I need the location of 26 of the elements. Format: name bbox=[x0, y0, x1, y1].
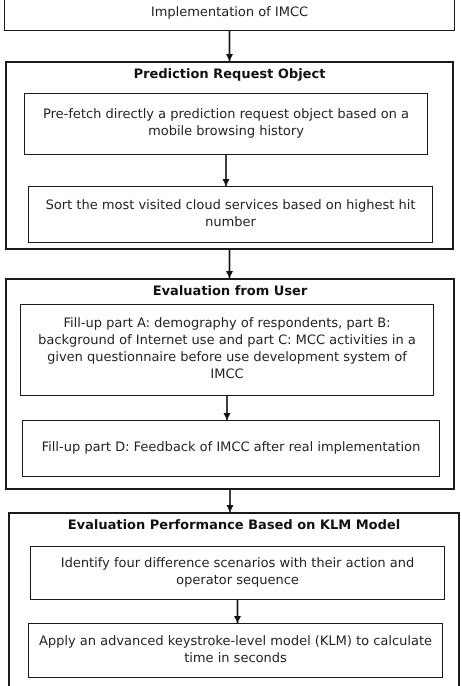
step-text: Pre-fetch directly a prediction request object based on a mobile browsing history bbox=[42, 107, 410, 141]
arrow bbox=[226, 31, 233, 61]
group-heading: Evaluation from User bbox=[152, 284, 308, 300]
step-text: Implementation of IMCC bbox=[150, 5, 308, 22]
process-box bbox=[4, 0, 455, 31]
process-box bbox=[22, 420, 440, 477]
process-box bbox=[28, 623, 443, 678]
step-text: Apply an advanced keystroke-level model (KLM) to calculate time in seconds bbox=[38, 634, 434, 668]
arrow bbox=[222, 155, 230, 186]
step-text: Identify four difference scenarios with their action and operator sequence bbox=[60, 556, 416, 590]
step-text: Fill-up part D: Feedback of IMCC after real implementation bbox=[42, 440, 420, 457]
group-heading: Evaluation Performance Based on KLM Model bbox=[68, 518, 400, 534]
arrow bbox=[234, 600, 241, 623]
process-box bbox=[24, 93, 428, 155]
group-box bbox=[8, 512, 460, 686]
group-heading: Prediction Request Object bbox=[134, 67, 326, 83]
step-text: Fill-up part A: demography of respondents, part B: background of Internet use and part C: MCC activities in a given questionnaire before use development system of IMCC bbox=[37, 316, 417, 384]
arrow bbox=[226, 250, 233, 278]
step-text: Sort the most visited cloud services based on highest hit number bbox=[44, 198, 416, 232]
process-box bbox=[30, 546, 445, 600]
process-box bbox=[28, 186, 433, 243]
group-box bbox=[5, 61, 454, 250]
arrow bbox=[226, 490, 234, 512]
arrow bbox=[224, 396, 230, 420]
group-box bbox=[5, 278, 455, 490]
process-box bbox=[20, 304, 434, 396]
